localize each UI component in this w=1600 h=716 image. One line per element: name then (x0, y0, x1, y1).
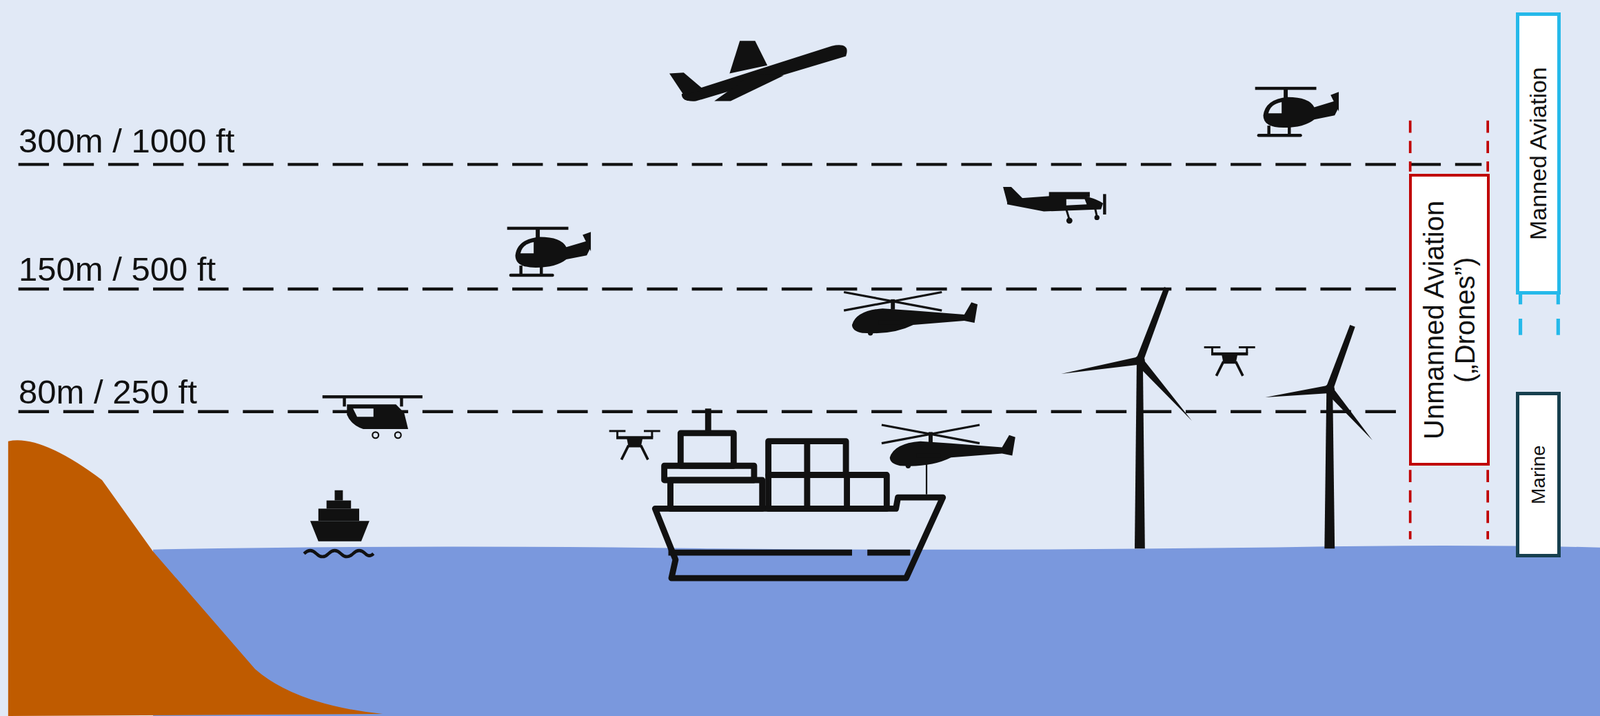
wind-turbine (1060, 286, 1192, 549)
cargo-ship (705, 408, 712, 433)
cargo-ship (768, 441, 846, 475)
wind-turbine (1136, 286, 1170, 360)
drone-zone-bounds (1486, 120, 1490, 172)
evtol-aircraft (322, 395, 423, 438)
wind-turbine (1325, 386, 1373, 440)
evtol-aircraft (352, 408, 374, 417)
evtol-aircraft (372, 431, 379, 438)
sea (153, 545, 1600, 716)
zone-label: Marine (1527, 398, 1549, 551)
evtol-aircraft (322, 395, 423, 398)
cargo-ship (768, 474, 888, 509)
wind-turbine (1264, 384, 1330, 398)
evtol-aircraft (399, 396, 403, 407)
jet-airplane (669, 72, 704, 96)
drone-zone-bounds (1409, 469, 1412, 540)
jet-airplane (681, 44, 848, 101)
small-boat (318, 508, 360, 521)
small-boat (304, 550, 374, 557)
light-aircraft (1066, 217, 1073, 224)
light-aircraft (1003, 186, 1107, 224)
cargo-ship (668, 549, 911, 556)
altitude-label: 80m / 250 ft (18, 375, 198, 409)
jet-airplane (729, 40, 768, 74)
altitude-lines (18, 162, 1483, 166)
small-boat (335, 490, 344, 501)
drone-zone-bounds (1486, 469, 1490, 540)
cargo-ship (680, 432, 734, 466)
small-boat (310, 520, 370, 542)
wind-turbine (1264, 324, 1372, 549)
light-aircraft (1094, 215, 1100, 220)
cargo-ship (803, 474, 810, 509)
jet-airplane (714, 73, 784, 102)
jet-airplane (669, 40, 848, 102)
wind-turbine (1134, 355, 1146, 366)
sling-line (925, 463, 928, 494)
quadcopter-drone (609, 429, 661, 460)
manned-zone-bounds (1518, 318, 1523, 336)
altitude-lines (18, 164, 1483, 411)
cargo-ship (654, 408, 943, 578)
military-helicopter (843, 291, 978, 336)
small-boat (304, 490, 374, 557)
manned-zone-bounds (1556, 293, 1561, 305)
light-aircraft (1049, 191, 1090, 197)
light-aircraft (1007, 195, 1103, 212)
altitude-label: 150m / 500 ft (18, 252, 216, 287)
cargo-ship (670, 479, 763, 509)
cargo-ship (803, 441, 810, 475)
light-aircraft (1102, 193, 1106, 215)
light-aircraft (1066, 207, 1097, 220)
helicopter (507, 226, 591, 278)
manned-aviation-box: Manned Aviation (1515, 12, 1561, 295)
evtol-aircraft (395, 431, 402, 438)
wind-turbine (1135, 357, 1192, 421)
wind-turbine (1134, 359, 1146, 549)
evtol-aircraft (346, 403, 409, 429)
zone-label: Manned Aviation (1524, 19, 1552, 288)
altitude-label: 300m / 1000 ft (18, 124, 235, 158)
manned-zone-bounds (1556, 318, 1561, 336)
drone-zone-bounds (1409, 120, 1412, 172)
manned-zone-bounds (1520, 293, 1559, 335)
marine-box: Marine (1515, 391, 1561, 558)
altitude-lines (18, 287, 1411, 291)
altitude-lines (18, 410, 1411, 413)
manned-zone-bounds (1518, 293, 1523, 305)
wind-turbine (1324, 383, 1335, 395)
small-boat (326, 500, 352, 509)
wind-turbine (1326, 324, 1355, 389)
cargo-ship (843, 474, 850, 509)
quadcopter-drone (1204, 346, 1256, 376)
unmanned-aviation-box: Unmanned Aviation („Drones”) (1409, 173, 1490, 466)
light-aircraft (1066, 199, 1088, 206)
evtol-aircraft (342, 396, 346, 407)
coast-land (8, 439, 383, 716)
zone-label: Unmanned Aviation („Drones”) (1418, 180, 1481, 459)
wind-turbine (1060, 356, 1140, 374)
helicopter (1255, 86, 1339, 138)
military-helicopter (881, 424, 1016, 469)
wind-turbine (1324, 388, 1335, 549)
